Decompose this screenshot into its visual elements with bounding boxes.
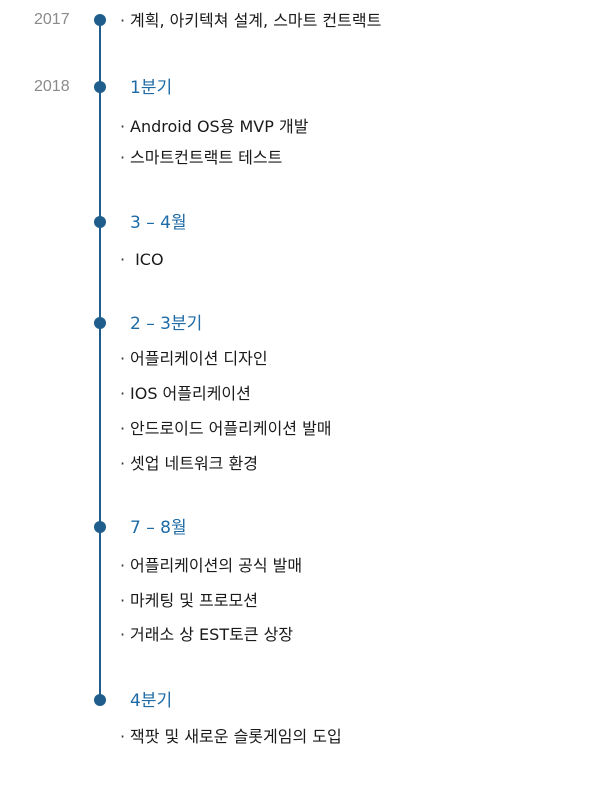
period-label: 1분기: [130, 78, 173, 98]
list-item: ·계획, 아키텍쳐 설계, 스마트 컨트랙트: [120, 10, 381, 32]
timeline-dot: [94, 521, 106, 533]
period-label: 4분기: [130, 691, 173, 711]
item-text: 셋업 네트워크 환경: [130, 454, 258, 473]
bullet: ·: [120, 454, 126, 473]
list-item: ·어플리케이션 디자인: [120, 348, 268, 370]
list-item: ·안드로이드 어플리케이션 발매: [120, 418, 332, 440]
item-text: IOS 어플리케이션: [130, 384, 251, 403]
item-text: 마케팅 및 프로모션: [130, 591, 258, 610]
list-item: ·어플리케이션의 공식 발매: [120, 555, 302, 577]
bullet: ·: [120, 591, 126, 610]
period-label: 7 – 8월: [130, 518, 187, 538]
item-text: 계획, 아키텍쳐 설계, 스마트 컨트랙트: [130, 11, 382, 30]
list-item: ·Android OS용 MVP 개발: [120, 116, 308, 138]
period-label: 3 – 4월: [130, 213, 187, 233]
year-2018: 2018: [34, 78, 70, 95]
timeline-dot: [94, 317, 106, 329]
list-item: ·잭팟 및 새로운 슬롯게임의 도입: [120, 726, 342, 748]
bullet: ·: [120, 11, 126, 30]
list-item: ·셋업 네트워크 환경: [120, 453, 258, 475]
period-label: 2 – 3분기: [130, 314, 203, 334]
bullet: ·: [120, 384, 126, 403]
item-text: 스마트컨트랙트 테스트: [130, 148, 283, 167]
timeline-dot: [94, 694, 106, 706]
item-text: 거래소 상 EST토큰 상장: [130, 625, 294, 644]
bullet: ·: [120, 148, 126, 167]
bullet: ·: [120, 727, 126, 746]
timeline-line: [99, 18, 101, 701]
bullet: ·: [120, 625, 126, 644]
list-item: ·IOS 어플리케이션: [120, 383, 251, 405]
timeline-dot: [94, 81, 106, 93]
bullet: ·: [120, 349, 126, 368]
bullet: ·: [120, 556, 126, 575]
item-text: 어플리케이션 디자인: [130, 349, 268, 368]
item-text: 안드로이드 어플리케이션 발매: [130, 419, 332, 438]
bullet: ·: [120, 117, 126, 136]
timeline-dot: [94, 14, 106, 26]
item-text: 잭팟 및 새로운 슬롯게임의 도입: [130, 727, 342, 746]
list-item: ·거래소 상 EST토큰 상장: [120, 624, 293, 646]
item-text: 어플리케이션의 공식 발매: [130, 556, 303, 575]
timeline-dot: [94, 216, 106, 228]
year-2017: 2017: [34, 11, 70, 28]
list-item: · ICO: [120, 249, 164, 271]
bullet: ·: [120, 250, 126, 269]
list-item: ·마케팅 및 프로모션: [120, 590, 258, 612]
list-item: ·스마트컨트랙트 테스트: [120, 147, 282, 169]
item-text: Android OS용 MVP 개발: [130, 117, 309, 136]
bullet: ·: [120, 419, 126, 438]
item-text: ICO: [130, 250, 164, 269]
